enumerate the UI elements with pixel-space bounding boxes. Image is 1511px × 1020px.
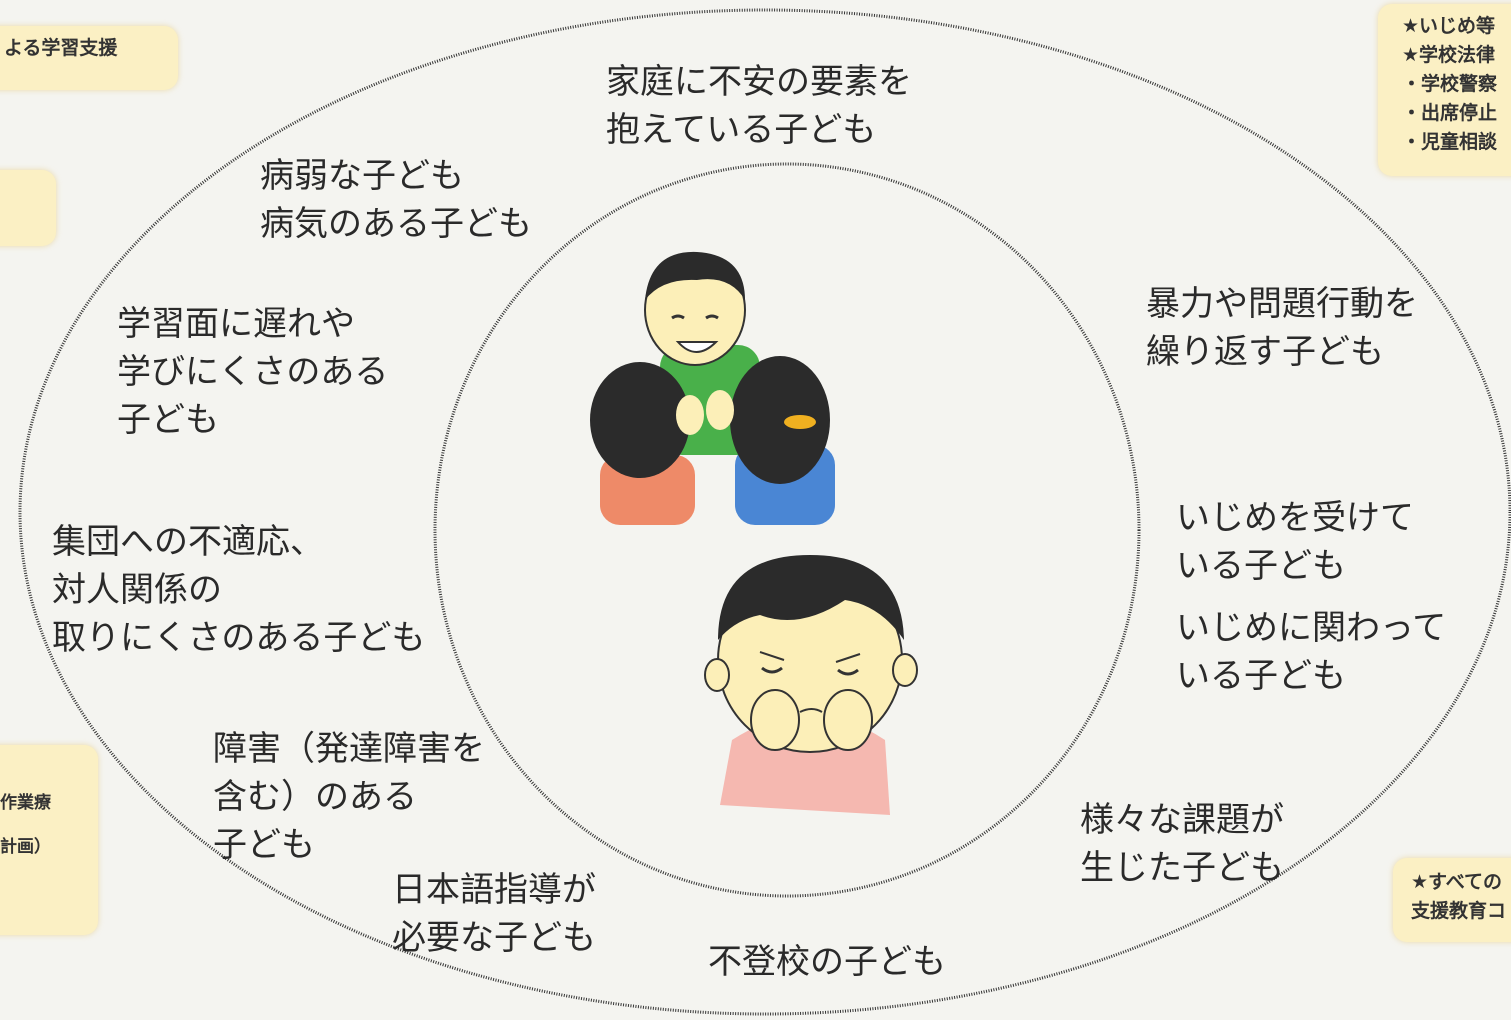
label-various-issues: 様々な課題が 生じた子ども [1080, 796, 1284, 892]
label-line: いる子ども [1176, 656, 1346, 696]
label-line: 含む）のある [213, 777, 417, 817]
label-line: 繰り返す子ども [1146, 332, 1384, 372]
label-violence: 暴力や問題行動を 繰り返す子ども [1146, 280, 1418, 376]
side-box-text: ・学校警察 [1402, 73, 1498, 95]
side-box-bottom-right: ★すべての 支援教育コ [1393, 858, 1511, 942]
side-box-text: ・出席停止 [1402, 102, 1498, 124]
side-box-middle-left [0, 170, 56, 246]
label-line: 取りにくさのある子ども [52, 618, 426, 658]
label-bullied: いじめを受けて いる子ども [1176, 494, 1414, 590]
label-line: 暴力や問題行動を [1146, 284, 1418, 324]
label-line: 不登校の子ども [708, 942, 946, 982]
side-box-top-right: ★いじめ等 ★学校法律 ・学校警察 ・出席停止 ・児童相談 [1378, 4, 1511, 176]
label-line: 日本語指導が [392, 870, 596, 910]
label-line: 学びにくさのある [117, 352, 389, 392]
inner-circle [433, 162, 1141, 898]
outer-ellipse [18, 8, 1511, 1016]
label-line: 学習面に遅れや [117, 304, 355, 344]
side-box-text: 支援教育コ [1411, 900, 1507, 922]
label-disability: 障害（発達障害を 含む）のある 子ども [213, 725, 485, 869]
label-group-maladaptation: 集団への不適応、 対人関係の 取りにくさのある子ども [52, 518, 425, 662]
label-line: 集団への不適応、 [52, 522, 324, 562]
label-sickly: 病弱な子ども 病気のある子ども [260, 152, 532, 248]
side-box-text: よる学習支援 [4, 37, 118, 59]
label-line: 病弱な子ども [260, 156, 464, 196]
label-line: 子ども [117, 400, 219, 440]
label-line: 子ども [213, 825, 315, 865]
side-box-top-left: よる学習支援 [0, 26, 178, 90]
label-line: 必要な子ども [392, 918, 596, 958]
side-box-text: 作業療 [0, 793, 51, 813]
worried-child-illustration [704, 555, 918, 815]
label-line: 抱えている子ども [606, 110, 877, 150]
label-bullying-involved: いじめに関わって いる子ども [1176, 604, 1446, 700]
label-line: いる子ども [1176, 546, 1346, 586]
label-family-anxiety: 家庭に不安の要素を 抱えている子ども [606, 58, 912, 154]
label-learning-delay: 学習面に遅れや 学びにくさのある 子ども [117, 300, 388, 444]
side-box-text: ★学校法律 [1402, 44, 1496, 66]
side-box-text: ★すべての [1411, 871, 1502, 893]
label-japanese-instruction: 日本語指導が 必要な子ども [392, 866, 596, 962]
label-line: 対人関係の [52, 570, 222, 610]
side-box-text: 計画） [0, 837, 51, 857]
label-line: 家庭に不安の要素を [606, 62, 912, 102]
label-line: 様々な課題が [1080, 800, 1284, 840]
label-line: 生じた子ども [1080, 848, 1284, 888]
teacher-with-children-illustration [590, 251, 835, 525]
label-line: いじめを受けて [1176, 498, 1414, 538]
side-box-text: ★いじめ等 [1402, 15, 1496, 37]
label-line: いじめに関わって [1176, 608, 1447, 648]
side-box-text: ・児童相談 [1402, 131, 1498, 153]
label-school-refusal: 不登校の子ども [708, 938, 946, 986]
label-line: 病気のある子ども [260, 204, 532, 244]
label-line: 障害（発達障害を [213, 729, 485, 769]
side-box-bottom-left: 作業療 計画） [0, 745, 98, 935]
